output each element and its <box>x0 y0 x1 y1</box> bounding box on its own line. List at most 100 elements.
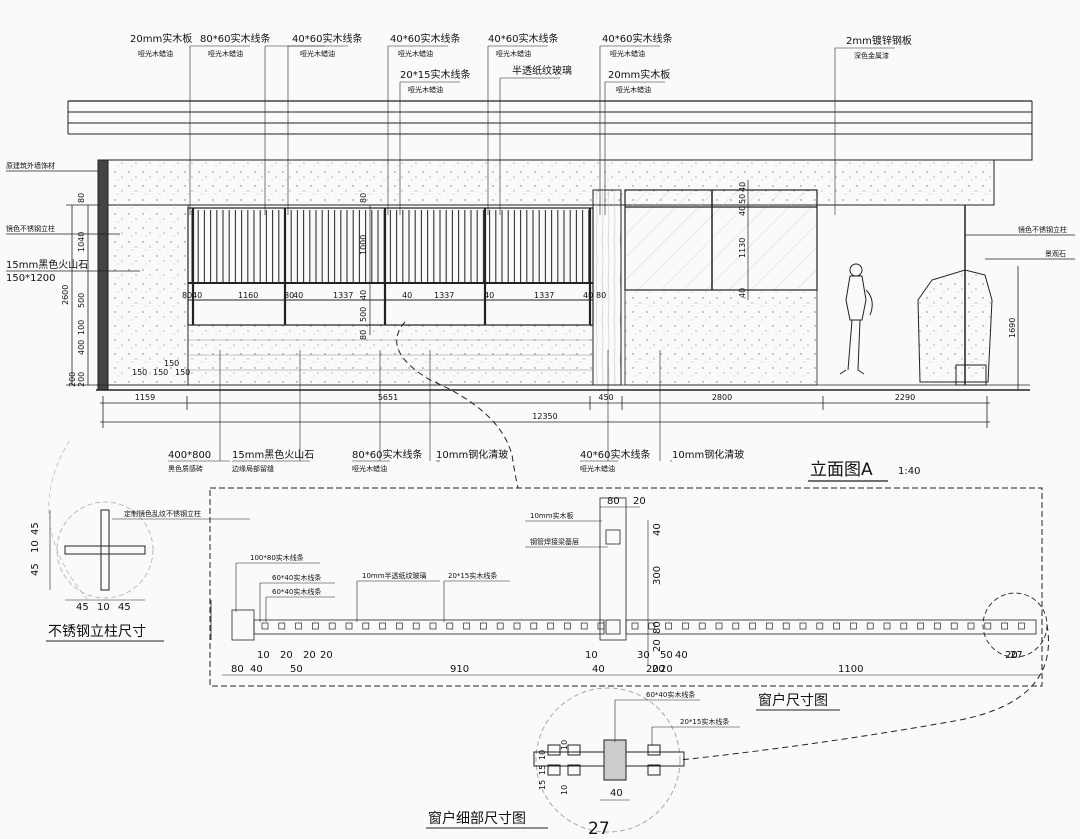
window-bottom-dim: 20 <box>1005 650 1018 661</box>
top-callout-label: 40*60实木线条 <box>292 32 362 45</box>
top-callout-label: 20mm实木板 <box>130 32 192 45</box>
rdim-1690: 1690 <box>1008 318 1017 338</box>
dim-1159: 1159 <box>135 393 155 402</box>
vdim-200a: 200 <box>68 372 77 387</box>
top-callout-sub: 哑光木蜡油 <box>610 49 645 58</box>
wood-column <box>592 189 622 386</box>
small-dim-150-4: 150 <box>175 368 190 377</box>
post-ldim-1: 10 <box>30 540 41 553</box>
bottom-callout-label: 40*60实木线条 <box>580 448 650 461</box>
mullion-square <box>328 622 336 630</box>
win-vdim-2: 80 <box>652 621 663 634</box>
leader-curve <box>396 321 519 489</box>
top-callout-sub: 哑光木蜡油 <box>138 49 173 58</box>
window-detail-box <box>209 487 1043 687</box>
elevation-title: 立面图A <box>810 460 873 480</box>
detail-dim-1: 15 <box>538 765 547 775</box>
left-callouts: 原建筑外墙饰材 镜色不锈钢立柱 15mm黑色火山石 150*1200 <box>6 161 140 284</box>
top-callout-label: 20*15实木线条 <box>400 68 470 81</box>
left-callout-0: 原建筑外墙饰材 <box>6 161 55 170</box>
win-callout-2: 60*40实木线条 <box>272 587 321 596</box>
inner-dim: 40 <box>484 291 494 300</box>
left-callout-3: 150*1200 <box>6 273 56 284</box>
mullion-square <box>278 622 286 630</box>
mullion-square <box>564 622 571 630</box>
top-callout-sub: 哑光木蜡油 <box>208 49 243 58</box>
mullion-square <box>917 622 924 630</box>
mullion-square <box>547 622 554 630</box>
post-bdim-1: 10 <box>97 602 110 613</box>
dim-2290: 2290 <box>895 393 915 402</box>
mullion-square <box>833 622 840 630</box>
top-callout-label: 半透纸纹玻璃 <box>512 64 572 77</box>
cvdim-80b: 80 <box>359 330 368 340</box>
vdim-1040: 1040 <box>77 232 86 252</box>
cvdim-1000: 1000 <box>359 235 368 255</box>
window-bottom-dim: 20 <box>646 664 659 675</box>
mullion-square <box>480 622 487 630</box>
right-callout-1: 景观石 <box>1045 250 1066 258</box>
window-bottom-dim: 40 <box>250 664 263 675</box>
mullion-square <box>312 622 319 630</box>
top-callout-label: 40*60实木线条 <box>390 32 460 45</box>
window-bottom-dim: 50 <box>290 664 303 675</box>
wood-screen <box>187 207 594 326</box>
top-callout-label: 40*60实木线条 <box>488 32 558 45</box>
top-callout-sub: 哑光木蜡油 <box>496 49 531 58</box>
bottom-callout-label: 80*60实木线条 <box>352 448 422 461</box>
bottom-callout-label: 10mm钢化清玻 <box>436 448 508 461</box>
window-bottom-dim: 80 <box>231 664 244 675</box>
roof <box>67 100 1033 161</box>
mullion-square <box>665 622 672 630</box>
bottom-callout-sub: 黑色质感砖 <box>168 464 203 473</box>
mullion-square <box>261 622 269 630</box>
window-bottom-dim: 40 <box>675 650 688 661</box>
win-top-dim-0: 80 <box>607 496 620 507</box>
inner-dim: 1337 <box>434 291 454 300</box>
detail-dim-3: 10 <box>560 740 569 750</box>
post-bdim-2: 45 <box>118 602 131 613</box>
mullion-square <box>463 622 470 630</box>
cvdim-500: 500 <box>359 307 368 322</box>
vdim-500: 500 <box>77 293 86 308</box>
mullion-square <box>345 622 353 630</box>
wdim-40a: 40 <box>738 182 747 192</box>
dim-450: 450 <box>598 393 613 402</box>
window-bottom-dim: 50 <box>660 650 673 661</box>
detail-title: 窗户细部尺寸图 <box>428 810 526 827</box>
win-callout-3: 10mm半透纸纹玻璃 <box>362 571 427 580</box>
mullion-square <box>799 622 807 630</box>
win-vdim-3: 20 <box>652 639 663 652</box>
mullion-square <box>749 622 756 630</box>
detail-marker-circle <box>982 592 1048 658</box>
win-top-dim-1: 20 <box>633 496 646 507</box>
inner-dim: 80 <box>284 291 294 300</box>
post-callout: 定制镜色乱纹不锈钢立柱 <box>124 509 201 518</box>
bottom-callout-label: 15mm黑色火山石 <box>232 448 314 461</box>
dim-total: 12350 <box>532 412 557 421</box>
mullion-square <box>732 622 740 630</box>
bottom-callout-label: 400*800 <box>168 450 211 461</box>
post-ldim-2: 45 <box>30 563 41 576</box>
right-callouts: 镜色不锈钢立柱 景观石 <box>965 225 1075 260</box>
glass-window <box>624 189 818 291</box>
post-title: 不锈钢立柱尺寸 <box>48 624 146 640</box>
post-detail <box>49 501 250 601</box>
wdim-50: 50 <box>738 194 747 204</box>
detail-callout-0: 60*40实木线条 <box>646 690 695 699</box>
top-callout-sub: 哑光木蜡油 <box>300 49 335 58</box>
mullion-square <box>1001 622 1008 630</box>
mullion-square <box>967 622 975 630</box>
mullion-square <box>715 622 723 630</box>
window-bottom-dim: 1100 <box>838 664 863 675</box>
mullion-square <box>597 622 605 630</box>
cvdim-40: 40 <box>359 290 368 300</box>
window-bottom-dim: 20 <box>652 664 665 675</box>
inner-dim: 1337 <box>534 291 554 300</box>
inner-dim: 80 <box>182 291 192 300</box>
left-callout-1: 镜色不锈钢立柱 <box>6 224 55 233</box>
mullion-square <box>496 622 504 630</box>
top-callout-label: 20mm实木板 <box>608 68 670 81</box>
mullion-square <box>682 622 689 630</box>
window-bottom-dim: 20 <box>660 664 673 675</box>
